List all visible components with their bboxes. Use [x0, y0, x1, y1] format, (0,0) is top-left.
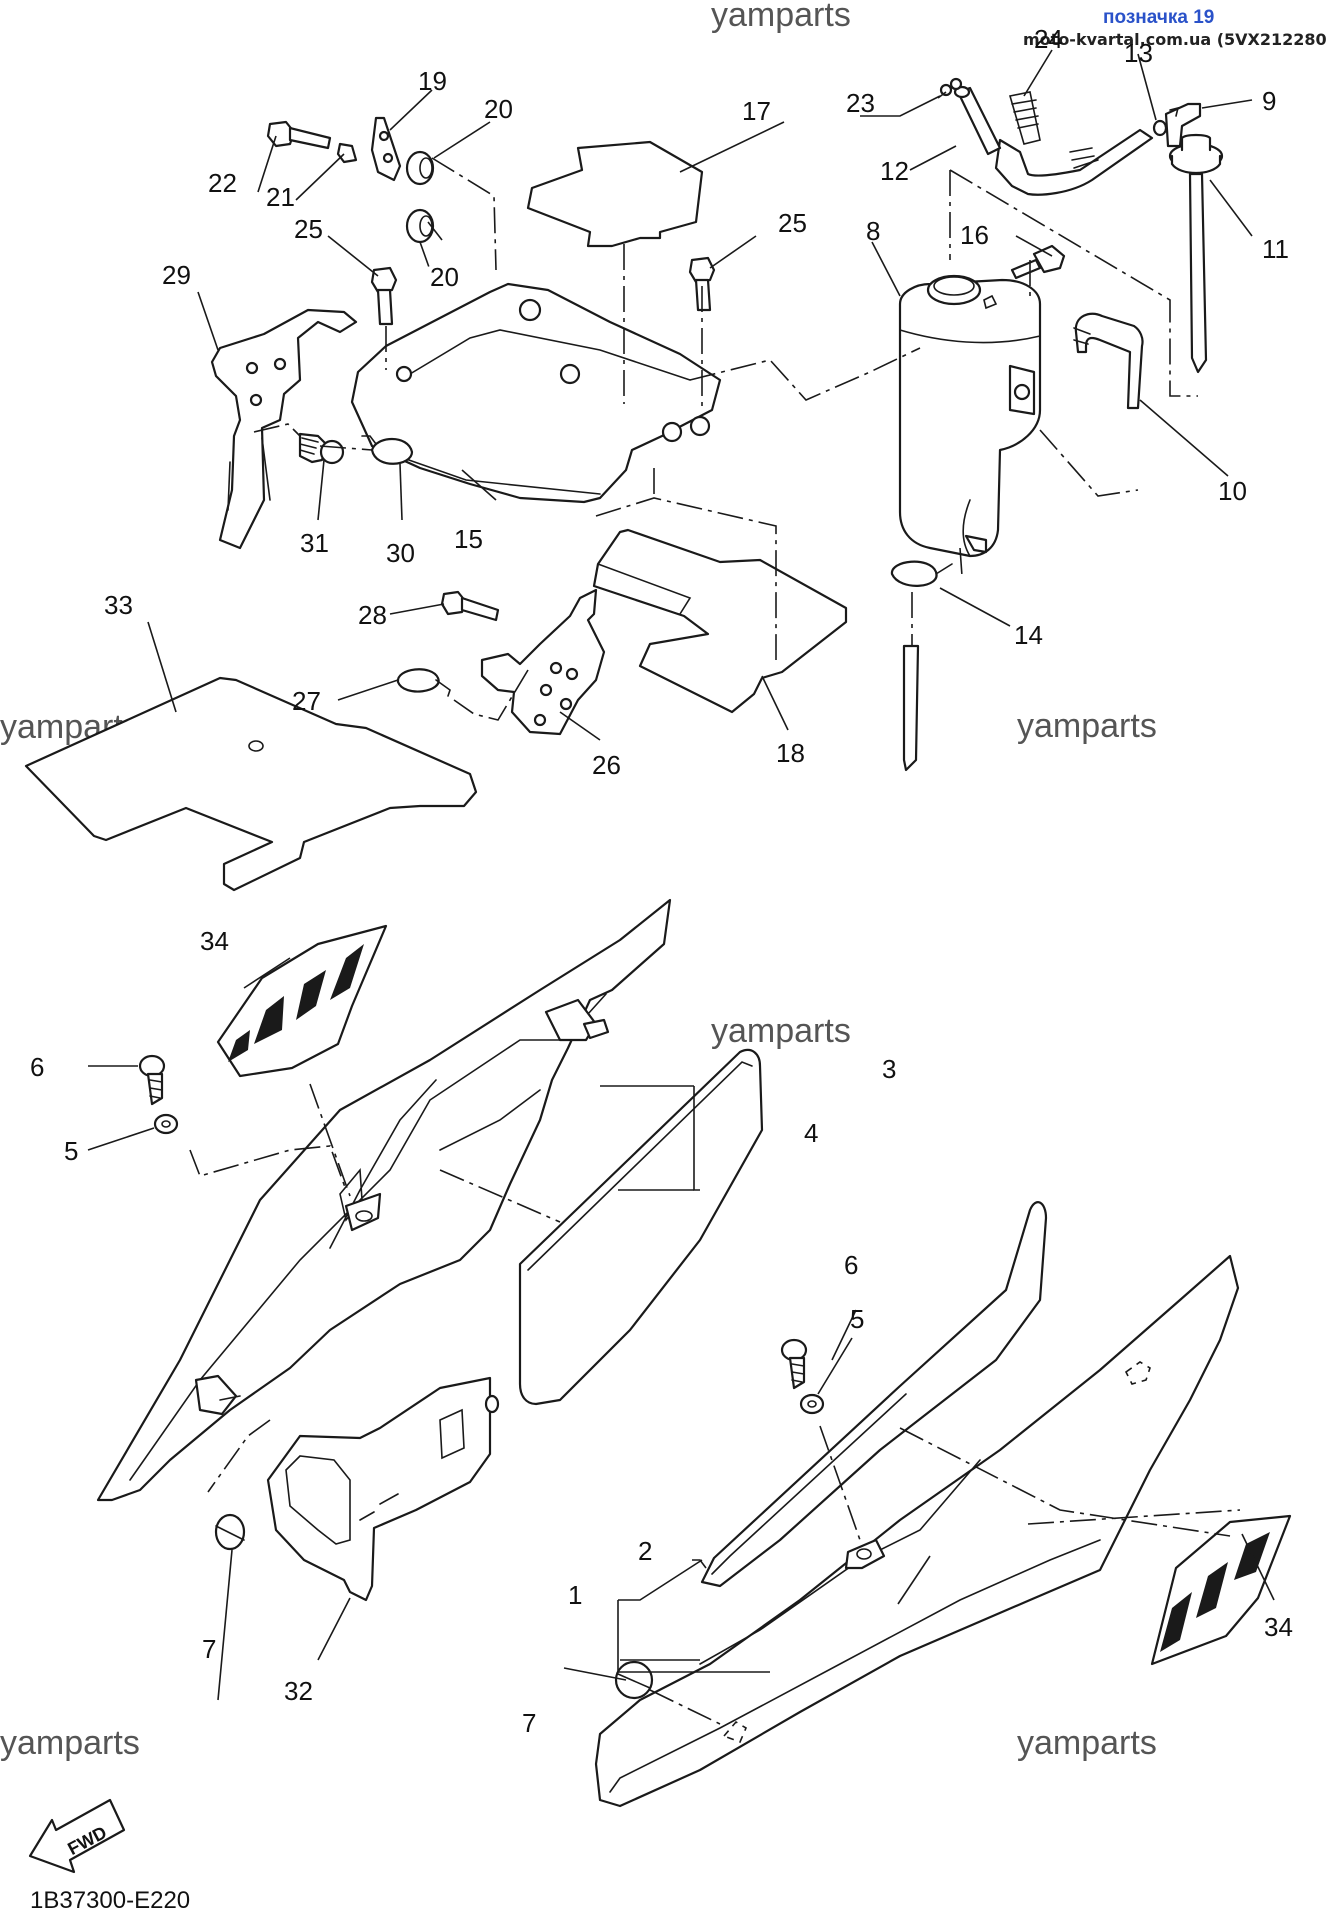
part-20-grommet: [405, 208, 435, 244]
part-7-grommet: [614, 1660, 654, 1700]
part-25-bolt: [688, 256, 716, 312]
callout-12: 12: [880, 156, 909, 186]
part-31-bolt: [298, 432, 345, 465]
callout-3: 3: [882, 1054, 896, 1084]
header-source: moto-kvartal.com.ua (5VX212280000): [1023, 30, 1327, 49]
callout-5: 5: [850, 1304, 864, 1334]
callout-13: 13: [1124, 38, 1153, 68]
part-20-grommet: [405, 150, 435, 186]
part-13-clip: [1152, 119, 1168, 137]
callout-18: 18: [776, 738, 805, 768]
callout-20: 20: [430, 262, 459, 292]
part-11-cap-dipstick: [1168, 133, 1224, 374]
callout-34: 34: [200, 926, 229, 956]
callout-26: 26: [592, 750, 621, 780]
part-16-bolt: [1010, 244, 1066, 280]
callout-6: 6: [844, 1250, 858, 1280]
part-21-collar: [336, 142, 358, 164]
callout-4: 4: [804, 1118, 818, 1148]
part-3-left-side-cover: [96, 898, 672, 1502]
callout-31: 31: [300, 528, 329, 558]
callout-15: 15: [454, 524, 483, 554]
callout-6: 6: [30, 1052, 44, 1082]
callout-7: 7: [522, 1708, 536, 1738]
part-24-hose: [994, 91, 1154, 196]
watermark: yamparts: [711, 0, 851, 34]
part-6-screw: [138, 1054, 166, 1106]
watermark: yamparts: [1017, 707, 1157, 745]
part-4-left-panel: [518, 1048, 764, 1406]
callout-30: 30: [386, 538, 415, 568]
callout-24: 24: [1034, 24, 1063, 54]
callout-32: 32: [284, 1676, 313, 1706]
part-7-grommet: [214, 1513, 246, 1551]
callout-5: 5: [64, 1136, 78, 1166]
part-17-pad: [526, 140, 704, 248]
callout-22: 22: [208, 168, 237, 198]
part-18-heat-shield: [592, 528, 848, 714]
part-29-bracket: [210, 308, 358, 550]
callout-17: 17: [742, 96, 771, 126]
callout-33: 33: [104, 590, 133, 620]
part-32-lower-bracket: [266, 1376, 500, 1602]
callout-7: 7: [202, 1634, 216, 1664]
part-22-bolt: [266, 120, 332, 150]
watermark: yamparts: [1017, 1724, 1157, 1762]
callout-25: 25: [294, 214, 323, 244]
callout-19: 19: [418, 66, 447, 96]
watermark: yamparts: [711, 1012, 851, 1050]
part-15-battery-tray: [350, 282, 722, 504]
callout-2: 2: [638, 1536, 652, 1566]
part-10-hose: [1073, 312, 1144, 410]
part-28-bolt: [440, 590, 500, 622]
leader-lines: [87, 49, 1275, 1701]
callout-labels: 1 2 3 4 5 5 6 6 7 7 8 9 10 11 12 13 14 1…: [30, 24, 1293, 1738]
callout-34: 34: [1264, 1612, 1293, 1642]
part-5-washer: [799, 1393, 825, 1415]
diagram-code: 1B37300-E220: [30, 1887, 190, 1914]
part-33-mat: [24, 676, 478, 892]
part-9-elbow: [1164, 102, 1202, 148]
part-26-bracket: [480, 588, 606, 736]
part-1-right-side-cover: [594, 1254, 1240, 1808]
callout-20: 20: [484, 94, 513, 124]
part-34-decal: [1150, 1514, 1292, 1666]
part-25-bolt: [370, 266, 398, 326]
callout-23: 23: [846, 88, 875, 118]
part-23-clip: [939, 77, 963, 97]
callout-14: 14: [1014, 620, 1043, 650]
callout-9: 9: [1262, 86, 1276, 116]
callout-1: 1: [568, 1580, 582, 1610]
callout-28: 28: [358, 600, 387, 630]
part-2-right-panel: [700, 1201, 1048, 1588]
callout-25: 25: [778, 208, 807, 238]
callout-8: 8: [866, 216, 880, 246]
part-12-fitting: [953, 85, 1002, 156]
callout-11: 11: [1262, 234, 1289, 264]
callout-10: 10: [1218, 476, 1247, 506]
header-label: позначка 19: [1103, 7, 1214, 28]
callout-29: 29: [162, 260, 191, 290]
callout-27: 27: [292, 686, 321, 716]
part-14-clamp: [890, 560, 953, 772]
part-19-plate: [370, 116, 402, 182]
part-5-washer: [153, 1113, 179, 1135]
part-6-screw: [780, 1338, 808, 1390]
callout-21: 21: [266, 182, 295, 212]
callout-16: 16: [960, 220, 989, 250]
part-30-clamp: [361, 435, 414, 465]
fwd-arrow-icon: FWD: [28, 1798, 126, 1874]
part-27-clamp: [396, 668, 451, 697]
part-34-decal: [216, 924, 388, 1078]
part-8-reservoir-tank: [898, 274, 1042, 558]
watermark: yamparts: [0, 1724, 140, 1762]
